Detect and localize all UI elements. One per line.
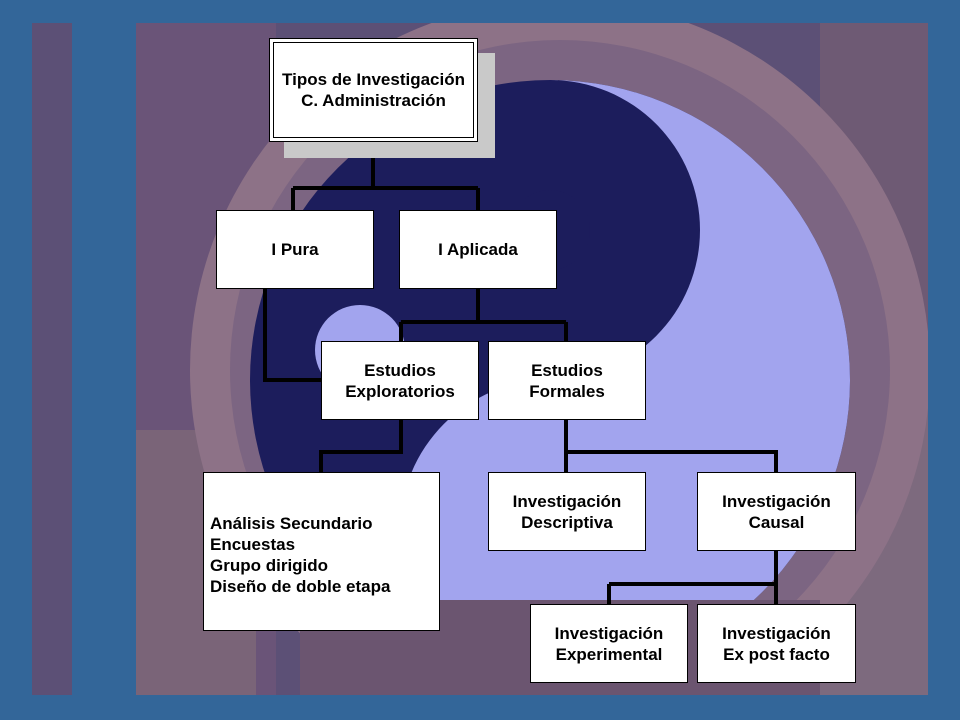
formales-line-2: Formales — [529, 381, 605, 401]
node-investigacion-experimental: Investigación Experimental — [530, 604, 688, 683]
node-investigacion-descriptiva: Investigación Descriptiva — [488, 472, 646, 551]
root-line-1: Tipos de — [282, 70, 352, 89]
root-line-2: Investigación — [356, 70, 465, 89]
left-vertical-band — [72, 23, 136, 695]
node-i-pura-label: I Pura — [271, 240, 319, 259]
experimental-line-2: Experimental — [555, 644, 663, 664]
node-investigacion-causal: Investigación Causal — [697, 472, 856, 551]
metodo-item-1: Análisis Secundario — [210, 513, 373, 533]
node-estudios-formales: Estudios Formales — [488, 341, 646, 420]
node-i-aplicada: I Aplicada — [399, 210, 557, 289]
node-i-pura: I Pura — [216, 210, 374, 289]
metodo-item-3: Grupo dirigido — [210, 555, 329, 575]
node-estudios-exploratorios: Estudios Exploratorios — [321, 341, 479, 420]
root-node: Tipos de Investigación C. Administración — [269, 38, 478, 142]
node-investigacion-ex-post-facto: Investigación Ex post facto — [697, 604, 856, 683]
descriptiva-line-2: Descriptiva — [521, 512, 613, 532]
experimental-line-1: Investigación — [554, 623, 664, 643]
exploratorios-line-2: Exploratorios — [345, 381, 455, 401]
exploratorios-line-1: Estudios — [364, 360, 436, 380]
causal-line-1: Investigación — [722, 491, 831, 511]
node-i-aplicada-label: I Aplicada — [438, 240, 518, 259]
descriptiva-line-1: Investigación — [512, 491, 622, 511]
expostfacto-line-1: Investigación — [722, 623, 831, 643]
metodo-item-2: Encuestas — [210, 534, 296, 554]
node-metodos-list: Análisis Secundario Encuestas Grupo diri… — [203, 472, 440, 631]
causal-line-2: Causal — [748, 512, 805, 532]
root-line-3: C. Administración — [301, 91, 446, 110]
expostfacto-line-2: Ex post facto — [723, 644, 830, 664]
metodo-item-4: Diseño de doble etapa — [210, 576, 391, 596]
formales-line-1: Estudios — [531, 360, 603, 380]
